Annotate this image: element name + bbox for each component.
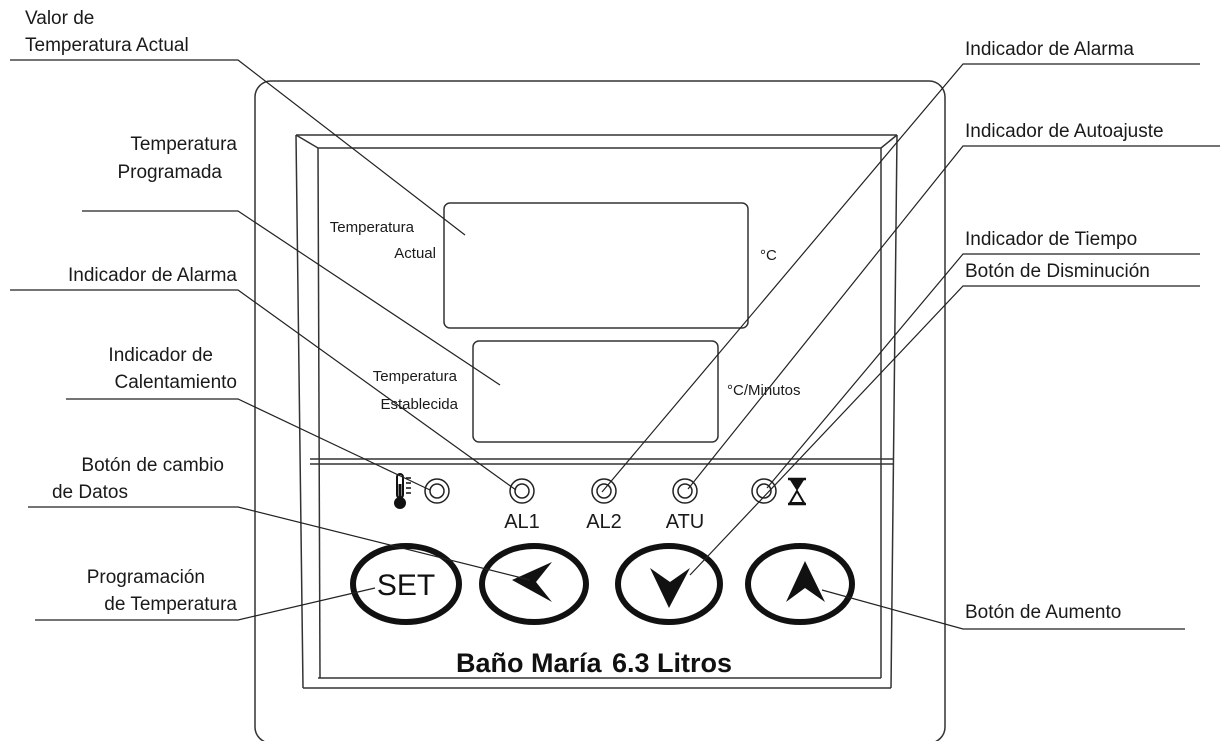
callout-valor-temp-actual-line1: Valor de [25, 8, 94, 29]
callout-boton-cambio-datos-line1: Botón de cambio [81, 455, 224, 476]
led-label-al2: AL2 [586, 511, 622, 533]
display-bottom-unit: °C/Minutos [727, 382, 801, 399]
current-temperature-display [443, 202, 749, 329]
hourglass-icon [788, 477, 806, 506]
chevron-up-icon [786, 561, 825, 602]
callout-indicador-calentamiento-line2: Calentamiento [114, 372, 237, 393]
chevron-down-icon [650, 568, 690, 608]
callout-indicador-autoajuste: Indicador de Autoajuste [965, 121, 1164, 142]
alarm1-indicator-led [509, 478, 535, 504]
callout-boton-cambio-datos-line2: de Datos [52, 482, 128, 503]
alarm2-indicator-led [591, 478, 617, 504]
display-bottom-label-line1: Temperatura [373, 368, 458, 385]
callout-boton-aumento: Botón de Aumento [965, 602, 1121, 623]
heating-indicator-led [424, 478, 450, 504]
autotune-indicator-led [672, 478, 698, 504]
shift-left-button[interactable] [479, 543, 589, 625]
callout-indicador-calentamiento-line1: Indicador de [108, 345, 213, 366]
callout-temp-programada-line1: Temperatura [130, 134, 237, 155]
callout-programacion-temp-line2: de Temperatura [104, 594, 237, 615]
decrease-button[interactable] [615, 543, 723, 625]
callout-programacion-temp-line1: Programación [87, 567, 205, 588]
leader-lines [10, 59, 1220, 630]
led-label-atu: ATU [666, 511, 705, 533]
callout-valor-temp-actual-line2: Temperatura Actual [25, 35, 189, 56]
display-top-label-line2: Actual [394, 245, 436, 262]
led-label-al1: AL1 [504, 511, 540, 533]
faceplate [295, 134, 898, 689]
thermometer-icon [394, 473, 411, 509]
chevron-left-icon [512, 562, 552, 602]
callout-indicador-alarma-right: Indicador de Alarma [965, 39, 1134, 60]
callout-temp-programada-line2: Programada [117, 162, 222, 183]
brand-name: Baño María [456, 648, 603, 678]
increase-button[interactable] [745, 543, 855, 625]
callout-indicador-tiempo: Indicador de Tiempo [965, 229, 1137, 250]
brand-capacity: 6.3 Litros [612, 648, 732, 678]
display-top-label-line1: Temperatura [330, 219, 415, 236]
callout-indicador-alarma-left: Indicador de Alarma [68, 265, 237, 286]
outer-bezel [254, 80, 946, 741]
callout-boton-disminucion: Botón de Disminución [965, 261, 1150, 282]
timer-indicator-led [751, 478, 777, 504]
set-temperature-display [472, 340, 719, 443]
display-bottom-label-line2: Establecida [380, 396, 458, 413]
display-top-unit: °C [760, 247, 777, 264]
set-button-label: SET [377, 569, 435, 602]
set-button[interactable]: SET [350, 543, 462, 625]
